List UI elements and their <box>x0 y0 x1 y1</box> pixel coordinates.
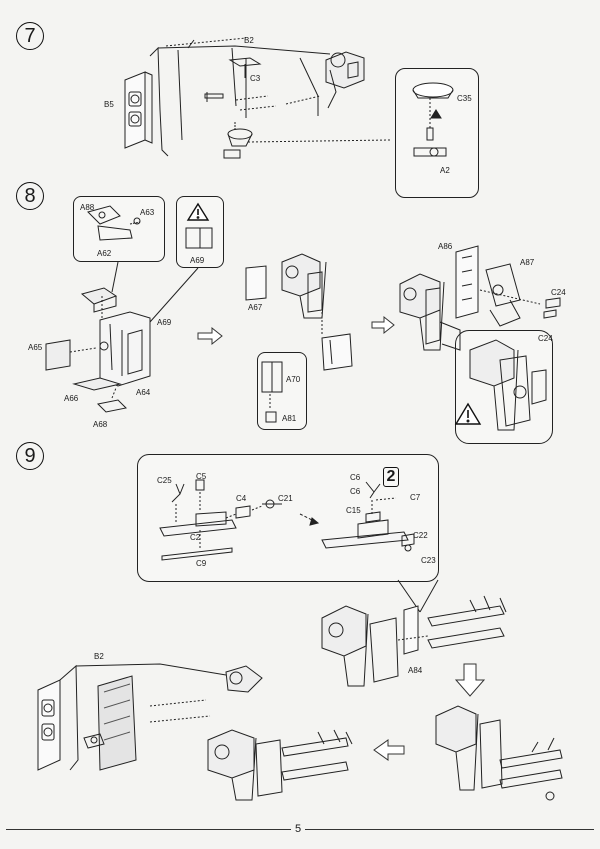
label-a64: A64 <box>136 388 151 397</box>
label-b2-final: B2 <box>94 652 104 661</box>
page-number: 5 <box>291 823 306 835</box>
part-c35-on-frame <box>223 122 391 159</box>
label-b2: B2 <box>244 36 254 45</box>
part-c3-assembly <box>204 57 321 111</box>
arrow-right-subassembly <box>299 513 320 526</box>
label-c6-top: C6 <box>350 473 361 482</box>
step9-lower-right-assembly <box>435 705 563 801</box>
frame-b2 <box>149 37 331 157</box>
label-a86: A86 <box>438 242 453 251</box>
label-c21: C21 <box>278 494 293 503</box>
label-a2: A2 <box>440 166 450 175</box>
panel-b5 <box>124 71 153 149</box>
label-c9: C9 <box>196 559 207 568</box>
label-c24-bottom: C24 <box>538 334 553 343</box>
label-a69: A69 <box>157 318 172 327</box>
label-a66: A66 <box>64 394 79 403</box>
part-a70-detail <box>261 361 283 423</box>
label-c3: C3 <box>250 74 261 83</box>
warning-icon <box>454 402 482 425</box>
subassembly-c2-right <box>321 481 415 552</box>
label-a84: A84 <box>408 666 423 675</box>
step8-main-assembly <box>45 287 151 413</box>
label-c23: C23 <box>421 556 436 565</box>
label-c15: C15 <box>346 506 361 515</box>
part-a88-detail <box>87 205 141 241</box>
label-b5: B5 <box>104 100 114 109</box>
label-a68: A68 <box>93 420 108 429</box>
label-a69-callout: A69 <box>190 256 205 265</box>
step8-right-assembly <box>399 245 561 351</box>
warning-detail-a69 <box>185 227 213 249</box>
label-c2: C2 <box>190 533 201 542</box>
subassembly-c2-left <box>159 479 282 561</box>
label-a81: A81 <box>282 414 297 423</box>
step-number-7: 7 <box>16 22 44 50</box>
label-a62: A62 <box>97 249 112 258</box>
label-a67: A67 <box>248 303 263 312</box>
warning-icon <box>186 202 210 221</box>
label-a63: A63 <box>140 208 155 217</box>
label-c7: C7 <box>410 493 421 502</box>
label-a87: A87 <box>520 258 535 267</box>
label-a65: A65 <box>28 343 43 352</box>
warning-detail-assembly <box>469 339 547 431</box>
label-c22: C22 <box>413 531 428 540</box>
label-c4: C4 <box>236 494 247 503</box>
step8-mid-assembly <box>245 253 353 371</box>
callout-c2-subassembly <box>137 454 439 582</box>
arrow-left-icon <box>373 739 405 761</box>
part-c35-detail <box>412 82 454 157</box>
label-c6-bottom: C6 <box>350 487 361 496</box>
arrow-down-icon <box>454 663 486 697</box>
label-a88: A88 <box>80 203 95 212</box>
label-c24-top: C24 <box>551 288 566 297</box>
label-c35: C35 <box>457 94 472 103</box>
step8-pointer-lines <box>111 261 199 323</box>
arrow-right-icon <box>197 315 395 346</box>
quantity-badge: 2 <box>383 467 399 487</box>
step-number-9: 9 <box>16 442 44 470</box>
label-c5: C5 <box>196 472 207 481</box>
label-c25: C25 <box>157 476 172 485</box>
gear-housing <box>325 51 365 109</box>
step9-upper-assembly <box>321 595 507 687</box>
step9-final-assembly <box>37 663 353 801</box>
step-number-8: 8 <box>16 182 44 210</box>
label-a70: A70 <box>286 375 301 384</box>
